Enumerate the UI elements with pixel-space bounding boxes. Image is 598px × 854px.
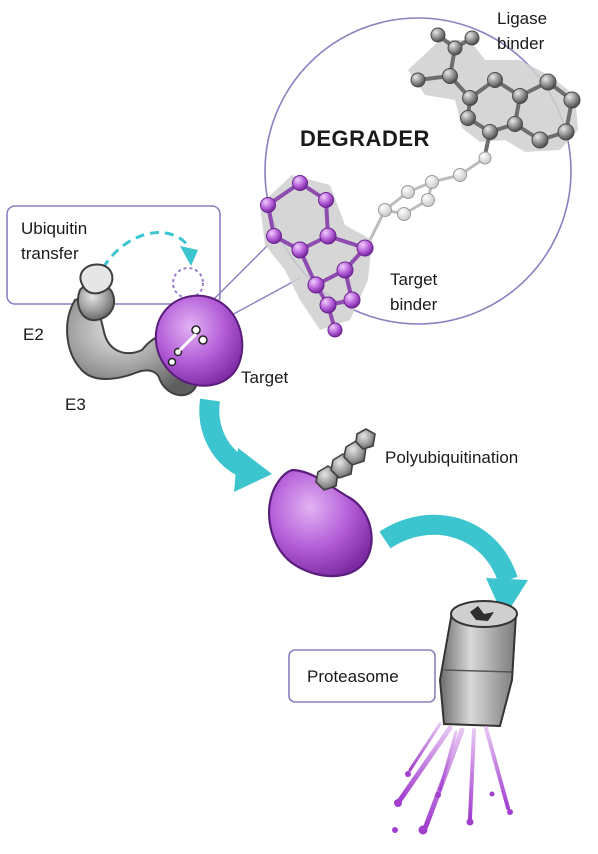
proteasome-label: Proteasome [307,667,399,686]
proteasome-barrel [438,600,518,728]
e3-label: E3 [65,395,86,414]
linker-chain [368,151,492,242]
degrader-title: DEGRADER [300,126,430,151]
ligase-binder-label-line2: binder [497,34,545,53]
target-protein-ubiquitinated [268,468,373,578]
proteasome-label-box [288,649,436,703]
ubiquitin-transfer-label-line2: transfer [21,244,79,263]
step-arrow-2-head [486,578,528,618]
ligase-binder-label-line1: Ligase [497,9,547,28]
degrader-circle [264,17,572,325]
polyubiquitination-label: Polyubiquitination [385,448,518,467]
e2-e3-ligase-complex [66,263,198,396]
polyubiquitin-chain [315,428,376,491]
e2-label: E2 [23,325,44,344]
step-arrow-2 [379,514,518,584]
ubiquitin-transfer-arrow [101,231,192,269]
ligase-binder-molecule [408,27,581,157]
ubiquitin-arrowhead [180,246,198,266]
step-arrow-1-head [234,448,272,492]
ubiquitin-site-dotted [172,267,204,299]
target-binder-molecule [260,175,374,338]
target-label: Target [241,368,289,387]
degrader-mini-icon [167,325,208,367]
peptide-fragments [392,722,513,835]
ubiquitin-transfer-label-line1: Ubiquitin [21,219,87,238]
target-binder-label-line2: binder [390,295,438,314]
target-binder-label-line1: Target [390,270,438,289]
